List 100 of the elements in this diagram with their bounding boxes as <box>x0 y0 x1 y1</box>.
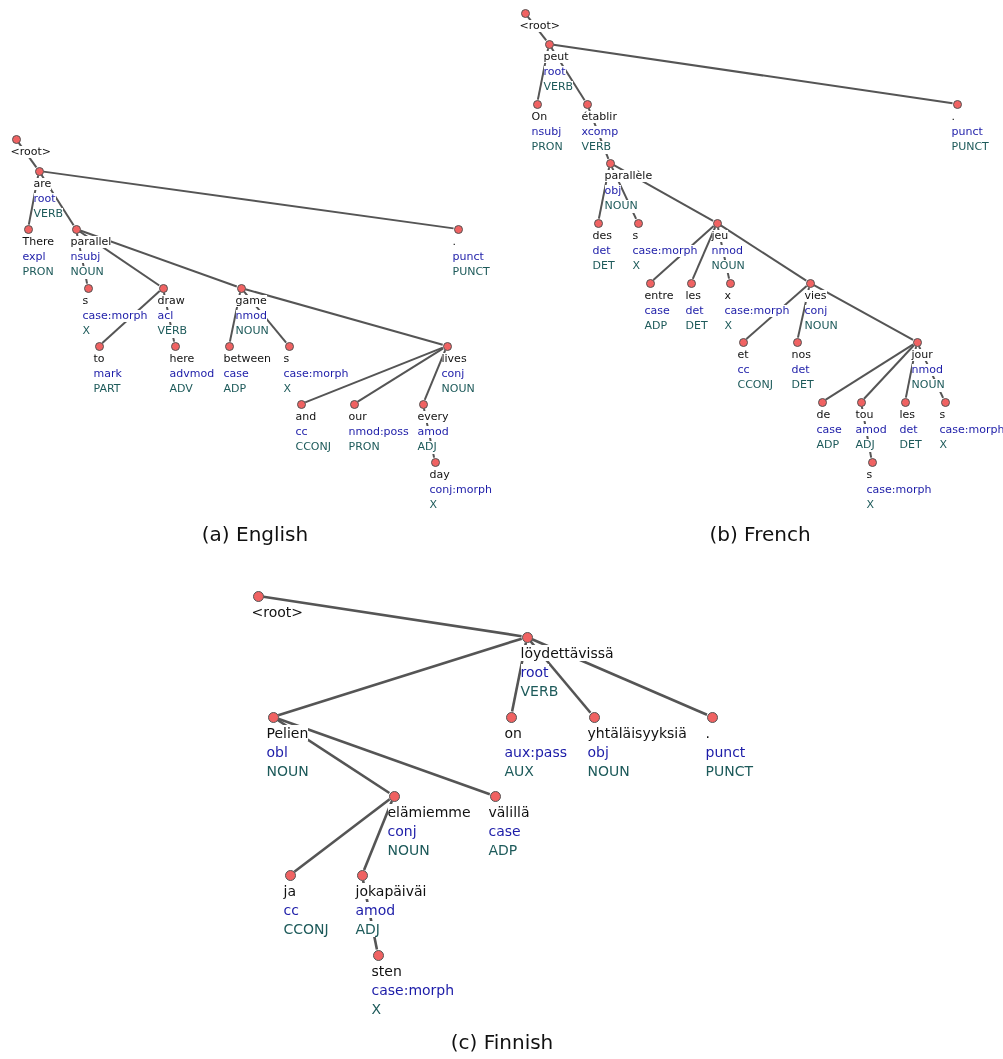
tree-node-dot <box>645 278 655 288</box>
relation-label: amod <box>355 901 396 918</box>
dependency-line <box>612 164 715 222</box>
relation-label: case:morph <box>939 423 1003 437</box>
tree-node-dot <box>158 283 168 293</box>
tree-node-dot <box>805 278 815 288</box>
tree-node-dot <box>867 457 877 467</box>
word-label: elämiemme <box>387 803 471 820</box>
relation-label: case:morph <box>82 309 148 323</box>
tree-node-dot <box>912 337 922 347</box>
relation-label: obl <box>266 743 288 760</box>
tree-node-dot <box>267 711 279 723</box>
word-label: day <box>429 468 450 482</box>
pos-tag: CCONJ <box>295 440 331 454</box>
dependency-line <box>293 798 391 873</box>
word-label: parallèle <box>604 169 653 183</box>
word-label: jour <box>911 348 933 362</box>
tree-node-dot <box>170 341 180 351</box>
dependency-line <box>244 288 444 346</box>
tree-node-dot <box>430 457 440 467</box>
pos-tag: ADJ <box>855 438 875 452</box>
tree-node-dot <box>34 166 44 176</box>
tree-node-dot <box>296 399 306 409</box>
relation-label: case:morph <box>632 244 698 258</box>
word-label: löydettävissä <box>520 644 614 661</box>
tree-node-dot <box>900 397 910 407</box>
tree-node-dot <box>236 283 246 293</box>
relation-label: conj <box>804 304 828 318</box>
tree-node-dot <box>712 218 722 228</box>
tree-node-dot <box>792 337 802 347</box>
tree-node-dot <box>633 218 643 228</box>
tree-node-dot <box>442 341 452 351</box>
relation-label: nmod <box>711 244 743 258</box>
pos-tag: NOUN <box>711 259 745 273</box>
relation-label: conj:morph <box>429 483 492 497</box>
tree-node-dot <box>605 158 615 168</box>
relation-label: nsubj <box>531 125 562 139</box>
tree-node-dot <box>521 631 533 643</box>
panel-caption: (b) French <box>709 522 811 546</box>
pos-tag: NOUN <box>70 265 104 279</box>
dependency-line <box>423 349 447 401</box>
dependency-line <box>356 347 445 403</box>
tree-node-dot <box>224 341 234 351</box>
word-label: draw <box>157 294 185 308</box>
pos-tag: CCONJ <box>737 378 773 392</box>
pos-tag: VERB <box>581 140 612 154</box>
relation-label: obj <box>587 743 609 760</box>
tree-node-dot <box>284 869 296 881</box>
relation-label: xcomp <box>581 125 619 139</box>
relation-label: conj <box>387 822 417 839</box>
tree-node-dot <box>349 399 359 409</box>
word-label: <root> <box>251 603 304 620</box>
relation-label: nsubj <box>70 250 101 264</box>
dependency-line <box>719 224 808 282</box>
tree-node-dot <box>582 99 592 109</box>
tree-node-dot <box>588 711 600 723</box>
dependency-line <box>812 284 915 341</box>
tree-node-dot <box>544 39 554 49</box>
relation-label: amod <box>855 423 887 437</box>
tree-node-dot <box>453 224 463 234</box>
tree-node-dot <box>372 949 384 961</box>
panel-caption: (a) English <box>201 522 309 546</box>
word-label: vies <box>804 289 827 303</box>
word-label: <root> <box>519 19 560 33</box>
pos-tag: ADJ <box>417 440 437 454</box>
word-label: Pelien <box>266 724 309 741</box>
relation-label: acl <box>157 309 174 323</box>
relation-label: expl <box>22 250 46 264</box>
tree-node-dot <box>940 397 950 407</box>
panel-caption: (c) Finnish <box>450 1030 554 1054</box>
pos-tag: VERB <box>157 324 188 338</box>
tree-node-dot <box>388 790 400 802</box>
word-label: établir <box>581 110 617 124</box>
relation-label: nmod <box>235 309 267 323</box>
tree-node-dot <box>356 869 368 881</box>
dependency-line <box>552 43 954 105</box>
relation-label: root <box>520 663 549 680</box>
tree-node-dot <box>706 711 718 723</box>
tree-node-dot <box>686 278 696 288</box>
dependency-line <box>796 286 811 339</box>
word-label: <root> <box>10 145 51 159</box>
tree-node-dot <box>418 399 428 409</box>
dependency-line <box>863 344 915 400</box>
word-label: game <box>235 294 267 308</box>
word-label: parallel <box>70 235 112 249</box>
tree-node-dot <box>11 134 21 144</box>
dependency-line <box>691 226 717 280</box>
relation-label: conj <box>441 367 465 381</box>
dependency-line <box>550 46 586 102</box>
relation-label: case:morph <box>724 304 790 318</box>
dependency-line <box>277 717 491 796</box>
dependency-line <box>904 345 918 399</box>
tree-node-dot <box>83 283 93 293</box>
word-label: every <box>417 410 449 424</box>
dependency-line <box>40 173 75 227</box>
relation-label: amod <box>417 425 449 439</box>
relation-label: case:morph <box>283 367 349 381</box>
relation-label: nmod <box>911 363 943 377</box>
word-label: are <box>33 177 52 191</box>
word-label: tou <box>855 408 874 422</box>
